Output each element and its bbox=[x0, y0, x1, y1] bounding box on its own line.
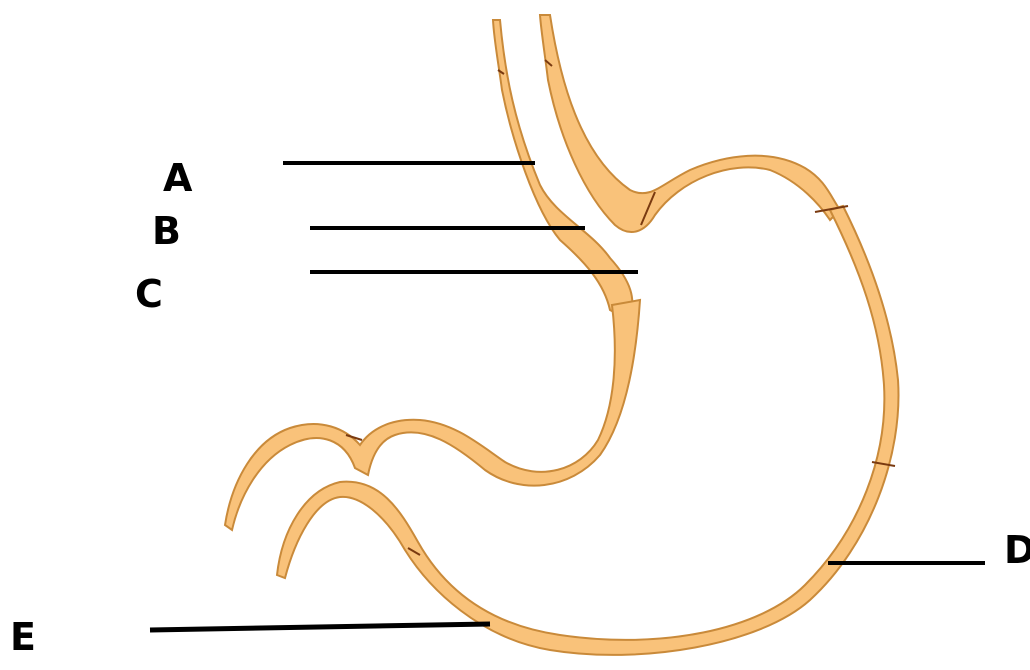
label-e: E bbox=[10, 618, 36, 656]
label-a: A bbox=[163, 159, 192, 197]
label-c: C bbox=[135, 275, 163, 313]
lesser-curvature-wall bbox=[225, 300, 640, 530]
label-b: B bbox=[152, 212, 181, 250]
esophagus-right-wall bbox=[540, 15, 840, 232]
esophagus-left-wall bbox=[493, 20, 632, 320]
label-d: D bbox=[1004, 531, 1030, 569]
pointer-line-e bbox=[150, 624, 490, 630]
